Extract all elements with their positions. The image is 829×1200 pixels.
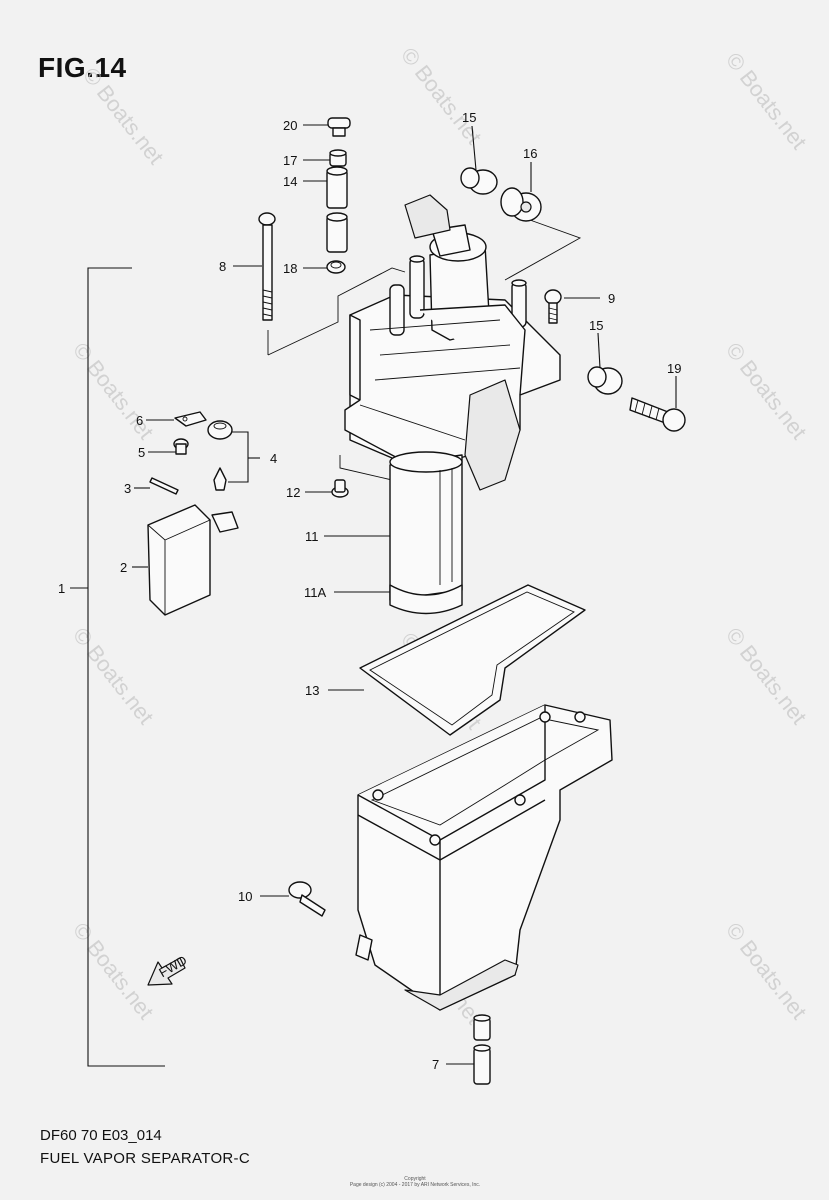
callout-17: 17: [283, 153, 297, 168]
watermark: © Boats.net: [68, 338, 159, 444]
watermark: © Boats.net: [721, 918, 812, 1024]
part-15-grommet-top[interactable]: [460, 167, 498, 195]
callout-15-top: 15: [462, 110, 476, 125]
watermark: © Boats.net: [721, 623, 812, 729]
callout-18: 18: [283, 261, 297, 276]
callout-8: 8: [219, 259, 226, 274]
part-7-tube[interactable]: [473, 1014, 491, 1085]
callout-7: 7: [432, 1057, 439, 1072]
callout-19: 19: [667, 361, 681, 376]
callout-15-lower: 15: [589, 318, 603, 333]
part-15-grommet-lower[interactable]: [587, 366, 623, 395]
part-9-screw[interactable]: [544, 289, 562, 324]
callout-5: 5: [138, 445, 145, 460]
callout-12: 12: [286, 485, 300, 500]
fuel-pump-body[interactable]: [344, 194, 561, 491]
part-5-screw[interactable]: [173, 438, 189, 455]
fuel-bowl[interactable]: [355, 704, 613, 1011]
callout-labels: 20 17 14 18 8 15 16 9 15 19 12 11 11A 13…: [58, 110, 681, 1072]
guide-line: [267, 267, 406, 356]
figure-title: FIG.14: [38, 52, 127, 83]
callout-14: 14: [283, 174, 297, 189]
part-20-screw[interactable]: [327, 117, 351, 137]
guide-line: [504, 219, 582, 281]
part-10-screw[interactable]: [288, 881, 326, 917]
part-2-float[interactable]: [147, 504, 239, 616]
part-13-gasket[interactable]: [359, 584, 586, 736]
copyright-line-2: Page design (c) 2004 - 2017 by ARI Netwo…: [349, 1182, 481, 1188]
callout-11: 11: [305, 529, 319, 544]
copyright-notice: Copyright Page design (c) 2004 - 2017 by…: [300, 1176, 530, 1188]
callout-1: 1: [58, 581, 65, 596]
callout-13: 13: [305, 683, 319, 698]
part-14-tube[interactable]: [326, 166, 348, 253]
part-12-screw[interactable]: [331, 479, 349, 498]
callout-6: 6: [136, 413, 143, 428]
watermark: © Boats.net: [721, 48, 812, 154]
watermark: © Boats.net: [68, 918, 159, 1024]
fwd-label: FWD: [156, 952, 189, 980]
callout-2: 2: [120, 560, 127, 575]
callout-4: 4: [270, 451, 277, 466]
callout-10: 10: [238, 889, 252, 904]
part-16-grommet[interactable]: [500, 187, 542, 222]
watermark: © Boats.net: [68, 623, 159, 729]
callout-20: 20: [283, 118, 297, 133]
part-3-pin[interactable]: [149, 477, 179, 495]
part-8-bolt[interactable]: [258, 212, 276, 321]
watermark: © Boats.net: [721, 338, 812, 444]
part-18-clip[interactable]: [326, 260, 346, 274]
callout-16: 16: [523, 146, 537, 161]
watermark: © Boats.net: [78, 63, 169, 169]
part-11-pump-cylinder[interactable]: [389, 451, 463, 615]
figure-code: DF60 70 E03_014: [40, 1127, 162, 1144]
figure-name: FUEL VAPOR SEPARATOR-C: [40, 1150, 250, 1167]
part-17-sleeve[interactable]: [329, 149, 347, 167]
part-19-bolt[interactable]: [629, 397, 686, 432]
callout-3: 3: [124, 481, 131, 496]
callout-9: 9: [608, 291, 615, 306]
part-6-bracket[interactable]: [174, 411, 207, 427]
callout-11a: 11A: [304, 585, 326, 600]
part-4-float-valve[interactable]: [207, 420, 233, 491]
copyright-line-1: Copyright: [404, 1176, 426, 1182]
assembly-bracket: [87, 267, 165, 1067]
fwd-direction-arrow: FWD: [147, 952, 189, 986]
leader-lines: [132, 124, 677, 1065]
guide-line: [339, 455, 393, 481]
